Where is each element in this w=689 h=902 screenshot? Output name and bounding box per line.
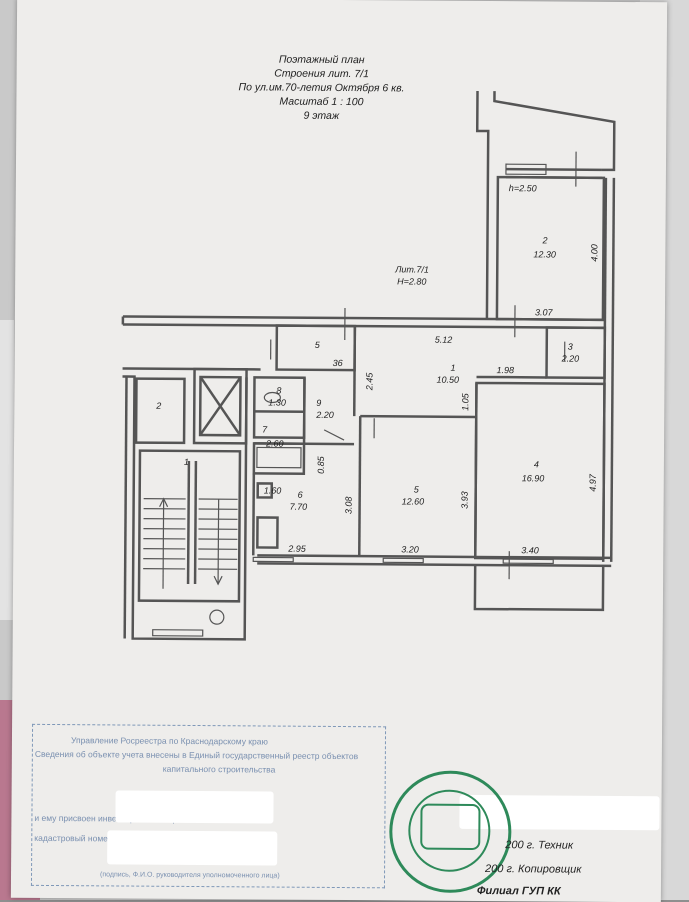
room-6-area: 7.70 <box>290 502 308 512</box>
dim-2-95: 2.95 <box>287 544 307 554</box>
room-4-area: 16.90 <box>522 473 545 483</box>
stair-room-1: 1 <box>184 457 189 467</box>
stamp-line-5: кадастровый номер <box>34 833 112 844</box>
dim-1-05: 1.05 <box>460 392 470 411</box>
room-5-number: 5 <box>414 485 420 495</box>
lit-label: Лит.7/1 <box>394 264 429 274</box>
room-9-number: 9 <box>316 398 321 408</box>
copyist-signature-line: 200 г. Копировщик <box>485 863 581 876</box>
room-8-number: 8 <box>276 386 281 396</box>
dim-3-40: 3.40 <box>521 545 539 555</box>
room-2-area: 12.30 <box>533 249 556 259</box>
technician-signature-line: 200 г. Техник <box>505 839 573 851</box>
stamp-line-1: Управление Росреестра по Краснодарскому … <box>71 735 268 746</box>
seal-emblem-icon <box>420 804 480 850</box>
underlying-sheet-left <box>0 320 14 620</box>
dim-1-60: 1.60 <box>264 485 282 495</box>
room-1-number: 1 <box>451 363 456 373</box>
dim-1-98: 1.98 <box>497 365 515 375</box>
dim-3-07: 3.07 <box>535 307 554 317</box>
room-3-number: 3 <box>568 342 573 352</box>
dim-4-97: 4.97 <box>588 473 598 492</box>
stamp-line-2: Сведения об объекте учета внесены в Един… <box>35 749 358 761</box>
room-2-number: 2 <box>541 235 547 245</box>
dim-2-45: 2.45 <box>364 372 374 392</box>
room-7-number: 7 <box>262 424 268 434</box>
room-6-number: 6 <box>298 490 303 500</box>
stamp-line-6: (подпись, Ф.И.О. руководителя уполномоче… <box>100 871 280 879</box>
room-8-area: 1.30 <box>268 398 286 408</box>
redaction-block-2 <box>107 830 277 865</box>
room-7-area: 2.60 <box>265 438 284 448</box>
room-5-area: 12.60 <box>402 496 425 506</box>
dim-3-20: 3.20 <box>401 544 419 554</box>
dim-0-85: 0.85 <box>316 455 326 474</box>
floor-plan-drawing: h=2.50 Лит.7/1 H=2.80 2 12.30 3 2.20 1 1… <box>12 0 667 702</box>
room-4-number: 4 <box>534 459 539 469</box>
dim-3-93: 3.93 <box>460 491 470 509</box>
dim-5-12: 5.12 <box>435 335 453 345</box>
ceiling-height-balcony: h=2.50 <box>509 183 537 193</box>
floor-plan-document: Поэтажный план Строения лит. 7/1 По ул.и… <box>11 0 667 902</box>
room-9-area: 2.20 <box>315 410 334 420</box>
redaction-block-1 <box>115 790 273 823</box>
stamp-line-3: капитального строительства <box>163 764 276 775</box>
room-3-area: 2.20 <box>561 354 580 364</box>
ceiling-height-label: H=2.80 <box>397 276 426 286</box>
branch-label: Филиал ГУП КК <box>477 885 561 898</box>
dim-3-08: 3.08 <box>344 497 354 515</box>
room-label-5-small: 5 <box>315 340 321 350</box>
room-label-36: 36 <box>333 358 343 368</box>
room-1-area: 10.50 <box>436 375 459 385</box>
dim-4-00: 4.00 <box>589 244 599 262</box>
stair-room-2: 2 <box>155 401 161 411</box>
